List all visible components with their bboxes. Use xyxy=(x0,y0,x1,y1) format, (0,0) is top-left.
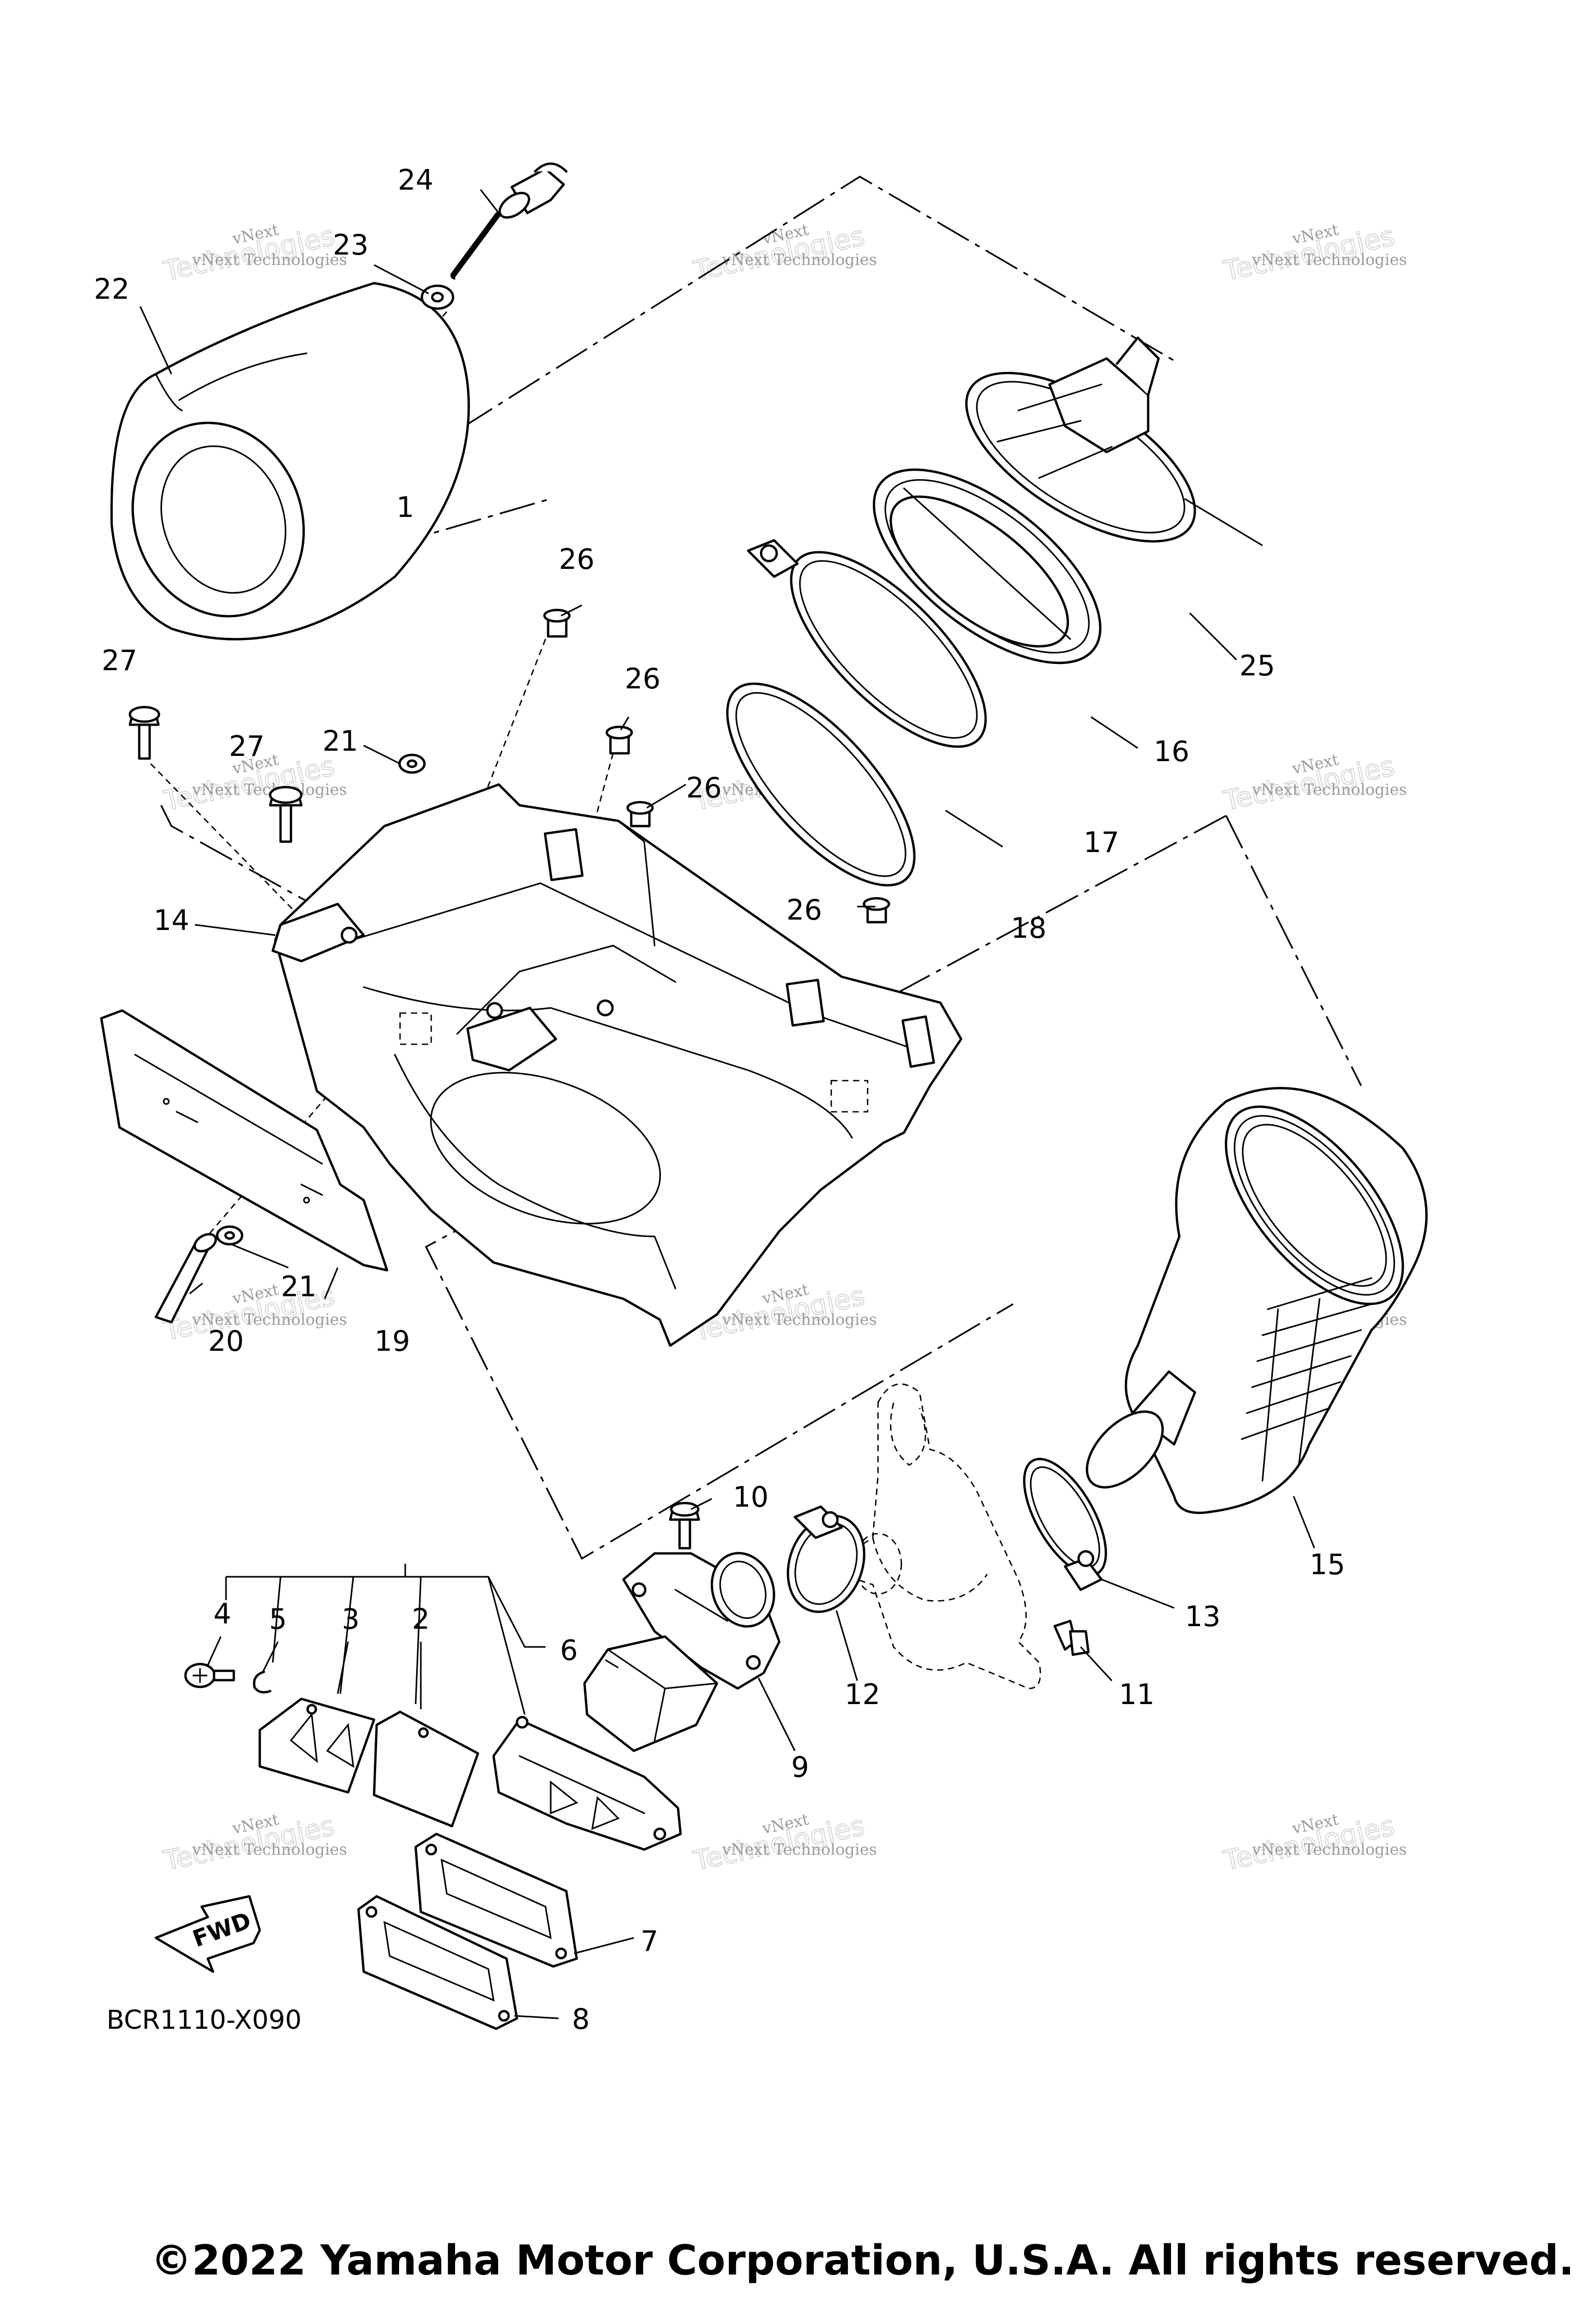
watermark: Technologies vNext vNext Technologies xyxy=(690,1810,877,1878)
callout-labels: 1 2 3 4 5 6 7 8 9 10 11 12 13 14 15 16 1… xyxy=(94,164,1346,2036)
drawing-code: BCR1110-X090 xyxy=(107,2005,302,2035)
callout-label: 18 xyxy=(1011,912,1047,945)
watermark: Technologies vNext vNext Technologies xyxy=(160,1810,347,1878)
fwd-arrow-icon: FWD xyxy=(154,1895,261,1973)
side-plate xyxy=(100,1009,389,1272)
callout-label: 26 xyxy=(559,543,595,576)
callout-label: 8 xyxy=(572,2003,590,2036)
reed-stopper-plate xyxy=(258,1697,376,1794)
rivet xyxy=(154,1233,217,1324)
callout-label: 17 xyxy=(1084,826,1120,859)
callout-label: 12 xyxy=(845,1678,881,1711)
assembly-line-left xyxy=(160,805,359,931)
svg-text:vNext Technologies: vNext Technologies xyxy=(1252,1841,1407,1859)
callout-label: 20 xyxy=(208,1325,244,1358)
grommet-4 xyxy=(862,897,890,924)
air-box xyxy=(271,783,963,1347)
watermark: Technologies vNext vNext Technologies xyxy=(1220,1810,1407,1878)
reed-stopper xyxy=(583,1635,719,1752)
assembly-line-right xyxy=(1225,815,1362,1086)
hose-clamp xyxy=(747,539,987,748)
callout-label: 27 xyxy=(102,644,138,677)
clip xyxy=(1053,1619,1090,1656)
leader-lines xyxy=(139,189,1315,2019)
intake-duct xyxy=(1085,1087,1428,1514)
watermark: Technologies vNext vNext Technologies xyxy=(160,220,347,288)
callout-label: 25 xyxy=(1240,649,1275,682)
copyright-notice: ©2022 Yamaha Motor Corporation, U.S.A. A… xyxy=(151,2237,1574,2284)
svg-text:vNext Technologies: vNext Technologies xyxy=(1252,781,1407,799)
reed-petal xyxy=(373,1710,480,1828)
callout-label: 19 xyxy=(375,1325,410,1358)
svg-text:vNext Technologies: vNext Technologies xyxy=(722,1311,877,1329)
washer xyxy=(420,284,455,310)
callout-bracket-1 xyxy=(226,1576,546,1648)
callout-label: 21 xyxy=(281,1270,317,1303)
gasket-upper xyxy=(414,1832,578,1968)
svg-text:vNext Technologies: vNext Technologies xyxy=(192,1841,347,1859)
callout-label: 4 xyxy=(214,1598,231,1630)
callout-label: 13 xyxy=(1185,1600,1221,1633)
seal xyxy=(726,682,916,887)
wing-bolt xyxy=(450,162,568,280)
callout-label: 21 xyxy=(323,725,358,757)
callout-label: 23 xyxy=(333,229,369,261)
bolt-10 xyxy=(669,1501,700,1550)
callout-label: 26 xyxy=(686,772,722,804)
intake-manifold xyxy=(622,1552,781,1690)
carburetor-clamp xyxy=(787,1505,866,1613)
callout-label: 11 xyxy=(1119,1678,1155,1711)
callout-label: 26 xyxy=(787,894,822,926)
filter-cage xyxy=(965,336,1196,543)
callout-label: 26 xyxy=(625,662,661,695)
small-washer-upper xyxy=(398,753,426,774)
air-filter-element xyxy=(110,282,470,641)
grommet-2 xyxy=(605,725,633,755)
callout-label: 2 xyxy=(412,1603,430,1635)
svg-text:vNext Technologies: vNext Technologies xyxy=(192,1311,347,1329)
callout-label: 14 xyxy=(154,904,190,937)
screw xyxy=(184,1663,235,1688)
carburetor-outline xyxy=(830,1383,1041,1690)
grommet-1 xyxy=(543,608,571,638)
reed-valve-case xyxy=(492,1715,682,1851)
grommet-3 xyxy=(626,801,654,828)
callout-label: 10 xyxy=(733,1481,769,1513)
callout-label: 6 xyxy=(560,1634,578,1667)
callout-label: 16 xyxy=(1154,735,1190,768)
callout-label: 22 xyxy=(94,273,130,305)
bolt-27-left xyxy=(128,706,161,760)
svg-text:vNext Technologies: vNext Technologies xyxy=(722,1841,877,1859)
gasket-lower xyxy=(357,1895,518,2030)
watermark: Technologies vNext vNext Technologies xyxy=(1220,220,1407,288)
svg-text:vNext Technologies: vNext Technologies xyxy=(1252,251,1407,269)
filter-joint xyxy=(872,468,1102,664)
guide-rivet xyxy=(202,955,447,1242)
callout-label: 5 xyxy=(269,1603,287,1635)
callout-label: 15 xyxy=(1310,1548,1346,1581)
watermark: Technologies vNext vNext Technologies xyxy=(1220,750,1407,818)
callout-label: 9 xyxy=(791,1751,809,1784)
callout-label: 7 xyxy=(641,1925,658,1958)
small-washer-lower xyxy=(216,1225,244,1246)
callout-label: 3 xyxy=(342,1603,360,1635)
clip-ring xyxy=(252,1670,272,1694)
bolt-27-right xyxy=(269,786,303,843)
svg-text:vNext Technologies: vNext Technologies xyxy=(722,251,877,269)
svg-text:vNext Technologies: vNext Technologies xyxy=(192,251,347,269)
watermark: Technologies vNext vNext Technologies xyxy=(690,220,877,288)
callout-label: 24 xyxy=(398,164,434,196)
callout-label: 27 xyxy=(229,730,265,763)
callout-label: 1 xyxy=(396,491,414,524)
